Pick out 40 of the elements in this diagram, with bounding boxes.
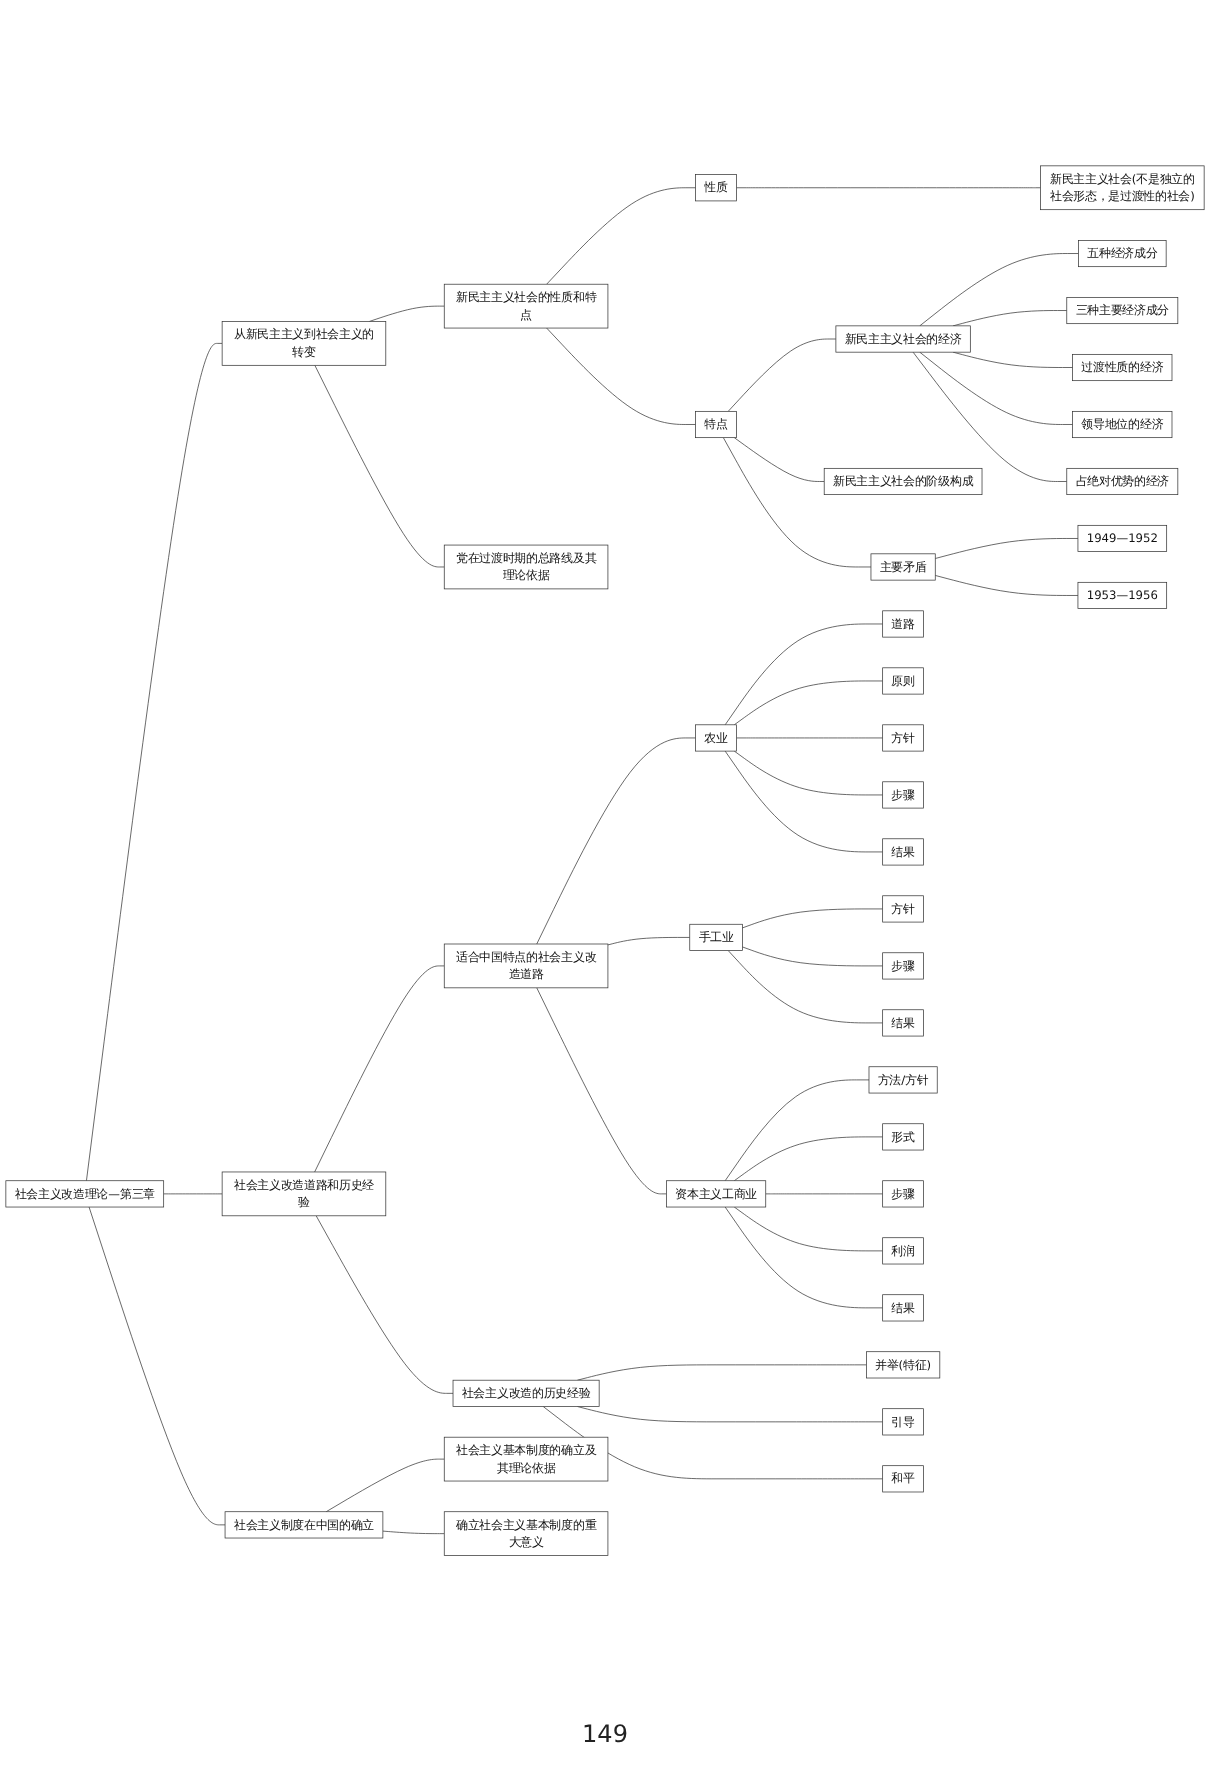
connector <box>536 986 667 1194</box>
connector <box>733 750 883 795</box>
connector <box>88 1205 226 1525</box>
connector <box>546 186 696 284</box>
connector <box>724 1078 870 1181</box>
connector <box>542 1405 883 1479</box>
connector <box>952 309 1068 326</box>
connector <box>314 364 445 567</box>
connector <box>325 1458 445 1512</box>
connector <box>919 351 1073 425</box>
connector <box>86 342 223 1181</box>
connector <box>727 949 883 1023</box>
connector <box>919 252 1079 326</box>
connector <box>934 537 1079 559</box>
connector <box>912 351 1068 482</box>
connector <box>765 1192 883 1194</box>
connector <box>733 679 883 725</box>
connector <box>382 1530 445 1534</box>
connector <box>742 945 883 966</box>
connector <box>733 1205 883 1251</box>
connector <box>742 907 883 928</box>
connector <box>733 436 825 482</box>
connector <box>315 1214 454 1393</box>
connector <box>314 964 445 1172</box>
page-number: 149 <box>580 1720 630 1748</box>
connector <box>733 1135 883 1181</box>
connector <box>727 337 837 411</box>
connector <box>934 574 1079 596</box>
connector <box>736 736 883 738</box>
connector <box>722 436 872 567</box>
connector <box>724 622 883 725</box>
connector <box>724 1205 883 1308</box>
connector <box>546 326 696 425</box>
connector <box>163 1192 223 1194</box>
connector <box>577 1405 883 1422</box>
connector <box>736 186 1041 188</box>
connector <box>724 750 883 852</box>
connector <box>607 936 691 945</box>
connector <box>952 351 1073 368</box>
connector <box>536 736 696 944</box>
